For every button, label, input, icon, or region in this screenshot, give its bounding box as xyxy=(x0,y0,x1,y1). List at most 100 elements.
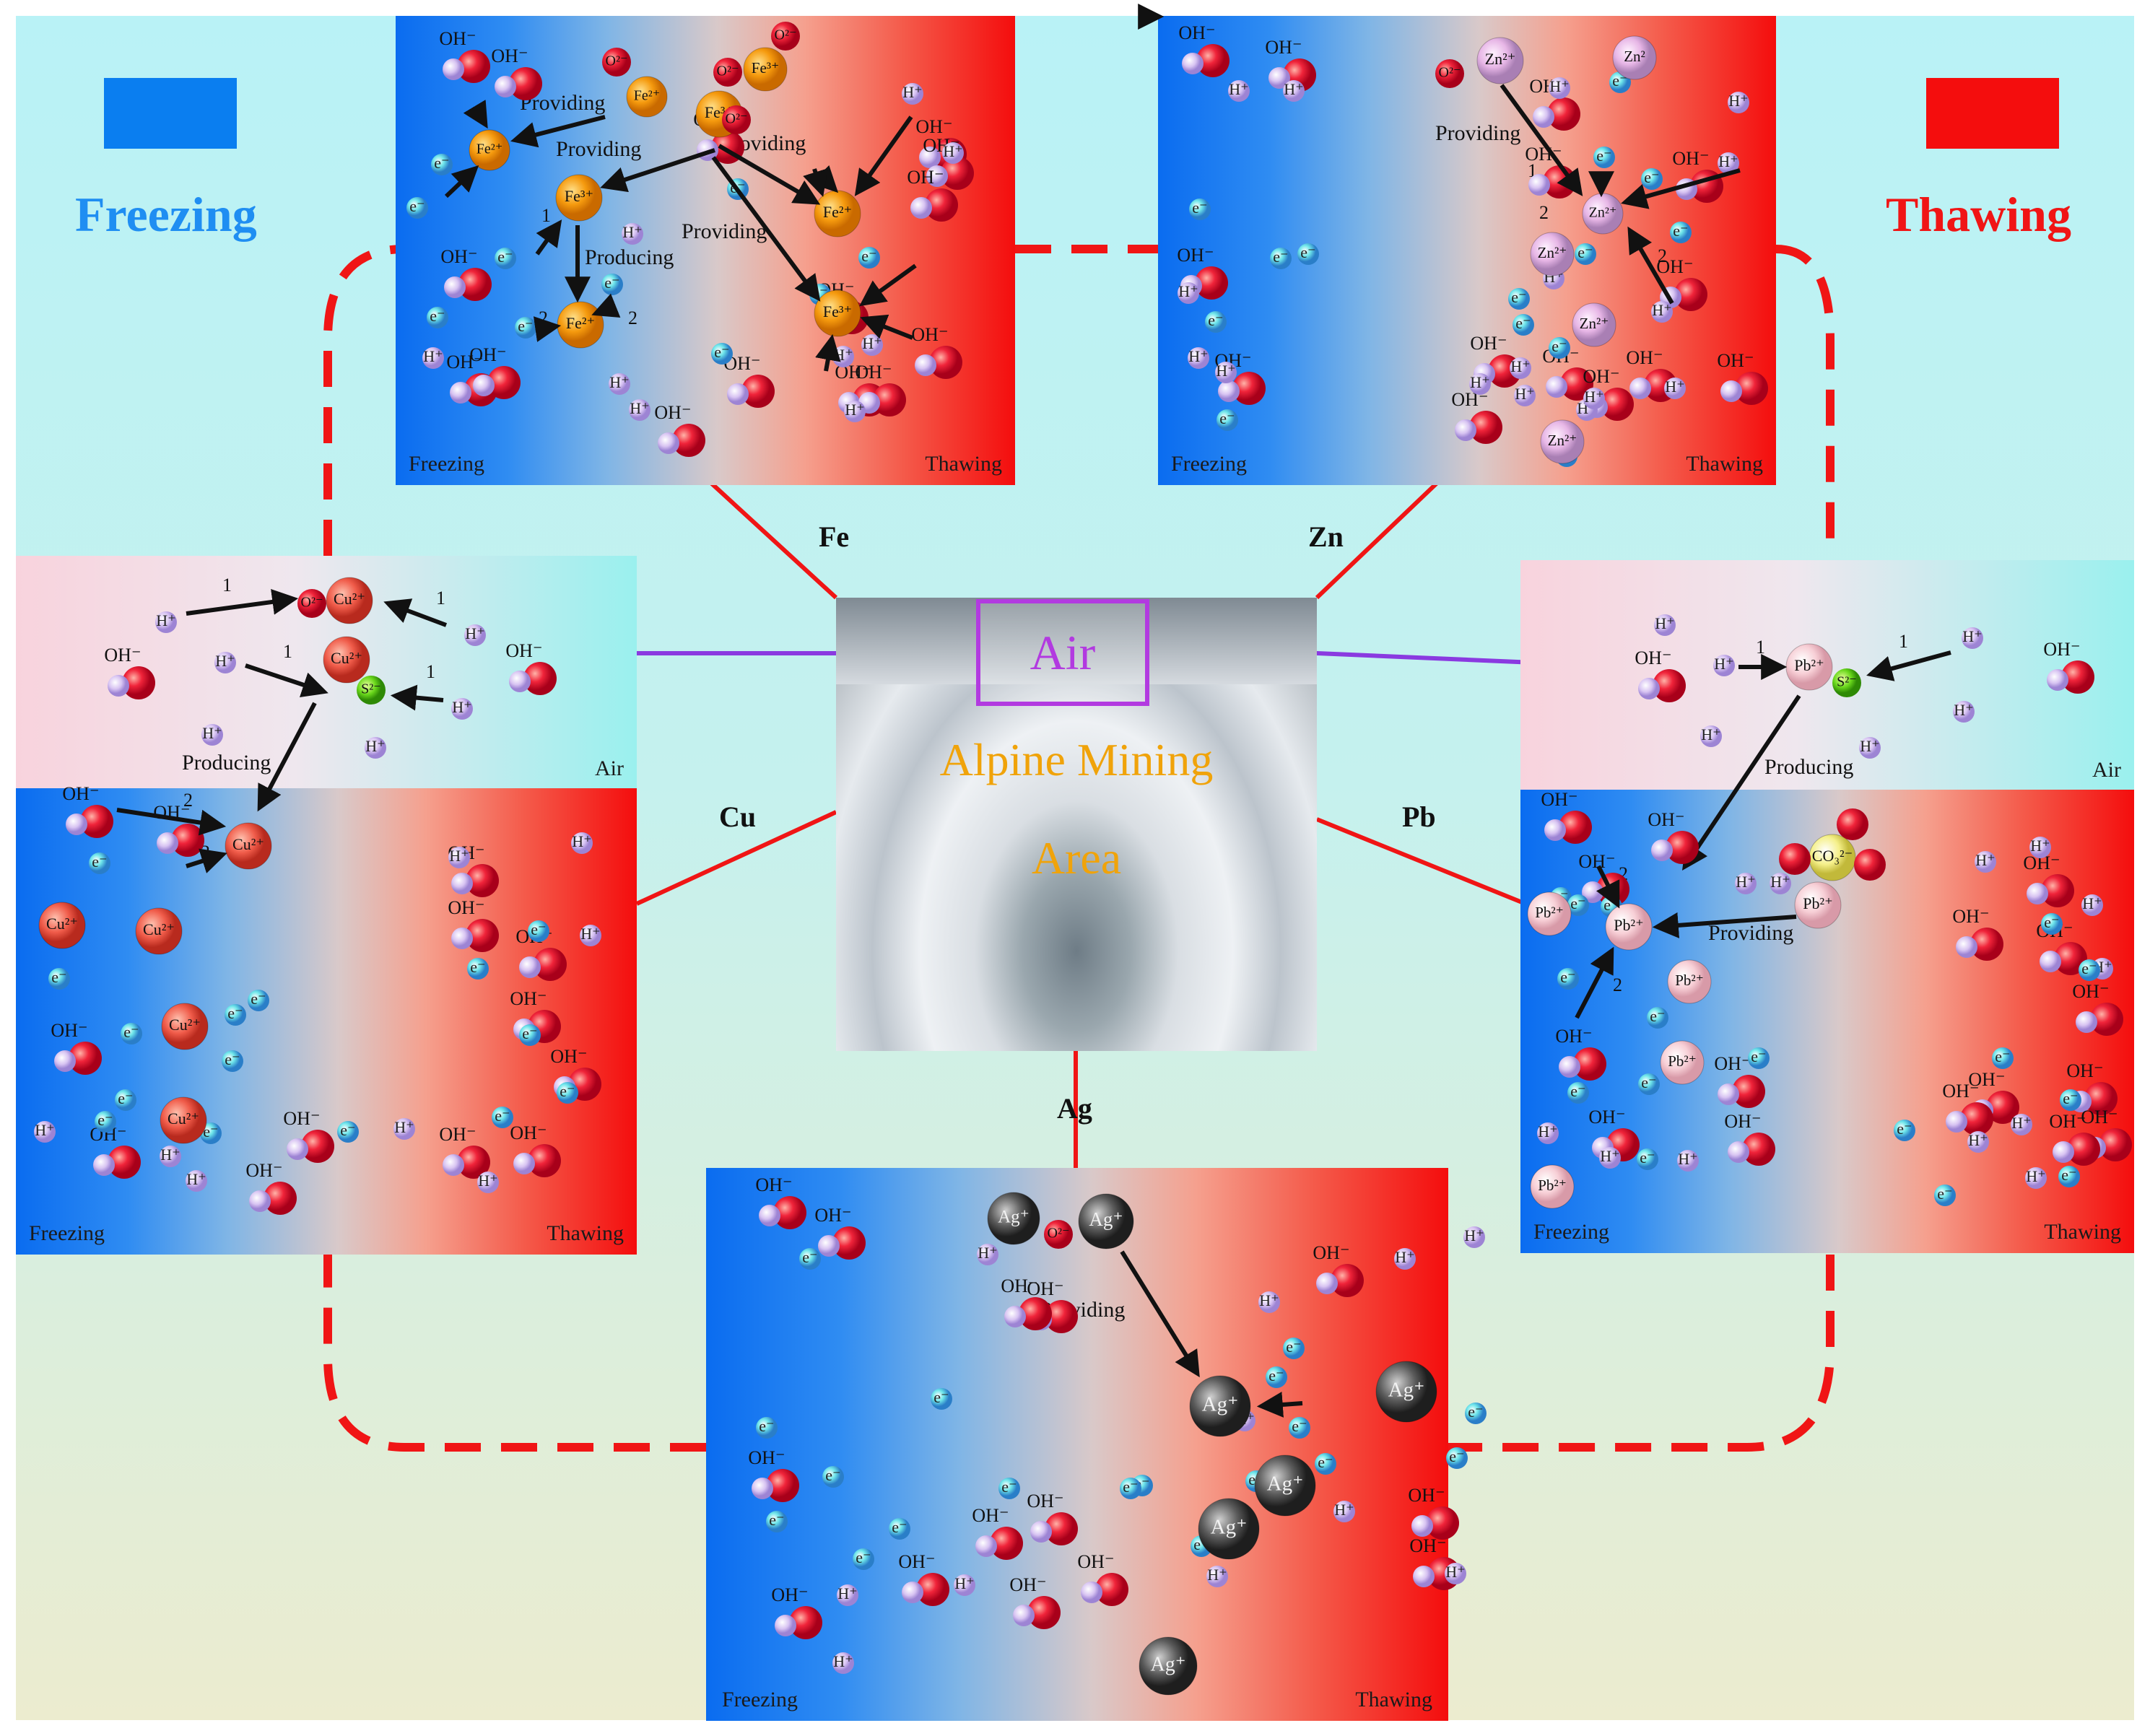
hydrogen-label: H⁺ xyxy=(1770,873,1790,891)
air-label: Air xyxy=(1030,624,1096,680)
hydroxide-ion xyxy=(157,824,204,857)
oxide-ion xyxy=(1435,59,1464,88)
hydroxide-ion xyxy=(2040,942,2087,975)
copper-ion-label: Cu²⁺ xyxy=(232,835,264,853)
electron-label: e⁻ xyxy=(470,958,485,976)
electron-label: e⁻ xyxy=(1449,1447,1464,1465)
electron-label: e⁻ xyxy=(123,1023,139,1041)
reaction-arrow xyxy=(533,316,562,342)
hydrogen-ion xyxy=(1859,737,1881,759)
electron-label: e⁻ xyxy=(1286,1338,1301,1356)
electron xyxy=(1567,894,1589,916)
silver-ion xyxy=(1139,1636,1198,1696)
hydrogen-label: H⁺ xyxy=(1334,1501,1354,1519)
hydroxide-ion xyxy=(1638,669,1686,702)
electron xyxy=(1189,199,1211,220)
pb-panel-thawing-label: Thawing xyxy=(2044,1220,2121,1244)
electron xyxy=(1647,1007,1668,1029)
hydroxide-ion xyxy=(975,1527,1023,1560)
hydrogen-ion xyxy=(1700,725,1722,747)
hydrogen-ion xyxy=(837,1584,858,1606)
hydroxide-label: OH⁻ xyxy=(1714,1053,1751,1074)
electron-label: e⁻ xyxy=(1292,1417,1307,1435)
hydrogen-ion xyxy=(1728,92,1749,113)
hydrogen-label: H⁺ xyxy=(1655,614,1675,632)
copper-ion-label: Cu²⁺ xyxy=(331,649,362,667)
copper-ion xyxy=(323,636,370,684)
electron xyxy=(1557,968,1579,990)
hydroxide-label: OH⁻ xyxy=(1077,1551,1114,1572)
electron-label: e⁻ xyxy=(340,1121,355,1139)
silver-ion xyxy=(1078,1193,1134,1249)
hydrogen-ion xyxy=(2081,894,2103,916)
hydroxide-ion xyxy=(287,1130,334,1163)
electron xyxy=(1289,1417,1310,1439)
hydroxide-label: OH⁻ xyxy=(1555,1026,1592,1047)
hydrogen-label: H⁺ xyxy=(1229,80,1249,98)
lead-ion-label: Pb²⁺ xyxy=(1803,894,1832,912)
electron-label: e⁻ xyxy=(2063,1089,2078,1107)
oxide-ion xyxy=(771,22,800,51)
hydroxide-ion xyxy=(915,346,962,379)
hydroxide-ion xyxy=(1455,411,1502,444)
hydroxide-ion xyxy=(1728,1133,1775,1166)
hydrogen-label: H⁺ xyxy=(1975,851,1996,869)
hydrogen-label: H⁺ xyxy=(1395,1248,1415,1266)
hydrogen-label: H⁺ xyxy=(1549,77,1570,95)
hydroxide-label: OH⁻ xyxy=(1588,1107,1625,1127)
reaction-arrow xyxy=(815,333,841,372)
electron-label: e⁻ xyxy=(1273,248,1288,266)
hydroxide-ion xyxy=(509,662,557,695)
silver-ion-label: Ag⁺ xyxy=(1211,1516,1248,1539)
freezing-legend-label: Freezing xyxy=(75,187,257,242)
alpine-mine-photo xyxy=(836,598,1317,1051)
electron xyxy=(889,1518,910,1540)
hydroxide-label: OH⁻ xyxy=(1009,1574,1046,1595)
hydrogen-label: H⁺ xyxy=(622,223,643,241)
zinc-ion-label: Zn²⁺ xyxy=(1485,50,1516,68)
electron xyxy=(89,852,110,874)
hydrogen-label: H⁺ xyxy=(1178,282,1198,300)
electron-label: e⁻ xyxy=(1515,314,1531,332)
reaction-arrow xyxy=(718,144,821,205)
hydroxide-ion xyxy=(1720,372,1768,405)
oxygen-atom xyxy=(1779,843,1811,875)
hydrogen-ion xyxy=(571,832,593,854)
hydroxide-label: OH⁻ xyxy=(1583,366,1619,387)
hydroxide-label: OH⁻ xyxy=(1027,1491,1063,1512)
electron-label: e⁻ xyxy=(92,852,107,871)
hydrogen-label: H⁺ xyxy=(2030,837,2050,855)
reaction-arrow xyxy=(463,100,488,129)
lead-ion xyxy=(1605,903,1653,951)
electron xyxy=(1894,1120,1915,1141)
pb-step-label: 1 xyxy=(1756,637,1765,658)
hydrogen-label: H⁺ xyxy=(1701,725,1721,743)
copper-ion xyxy=(225,822,272,870)
hydrogen-label: H⁺ xyxy=(1665,378,1685,396)
hydrogen-ion xyxy=(1599,1147,1621,1169)
lead-ion xyxy=(1527,891,1572,936)
lead-ion-label: Pb²⁺ xyxy=(1535,904,1564,921)
silver-ion xyxy=(1198,1498,1260,1560)
electron-label: e⁻ xyxy=(2044,913,2059,931)
electron-label: e⁻ xyxy=(118,1089,133,1107)
hydroxide-label: OH⁻ xyxy=(1717,350,1754,371)
hydroxide-ion xyxy=(1956,928,2003,961)
hydrogen-ion xyxy=(1333,1501,1355,1522)
hydroxide-ion xyxy=(2047,660,2094,694)
iron-ion-label: Fe³⁺ xyxy=(752,59,779,77)
hydroxide-label: OH⁻ xyxy=(1648,809,1684,830)
electron xyxy=(515,317,536,339)
electron xyxy=(222,1050,243,1072)
cu-step-label: 1 xyxy=(436,588,445,609)
hydrogen-ion xyxy=(155,611,177,633)
hydroxide-ion xyxy=(1030,1512,1078,1545)
hydrogen-ion xyxy=(832,1652,854,1674)
hydroxide-label: OH⁻ xyxy=(51,1020,87,1041)
fe-producing-label: Producing xyxy=(585,245,674,269)
electron-label: e⁻ xyxy=(531,920,546,938)
reaction-arrow xyxy=(1652,912,1797,938)
electron-label: e⁻ xyxy=(1644,168,1659,186)
hydrogen-ion xyxy=(1967,1131,1989,1153)
electron xyxy=(337,1121,359,1143)
